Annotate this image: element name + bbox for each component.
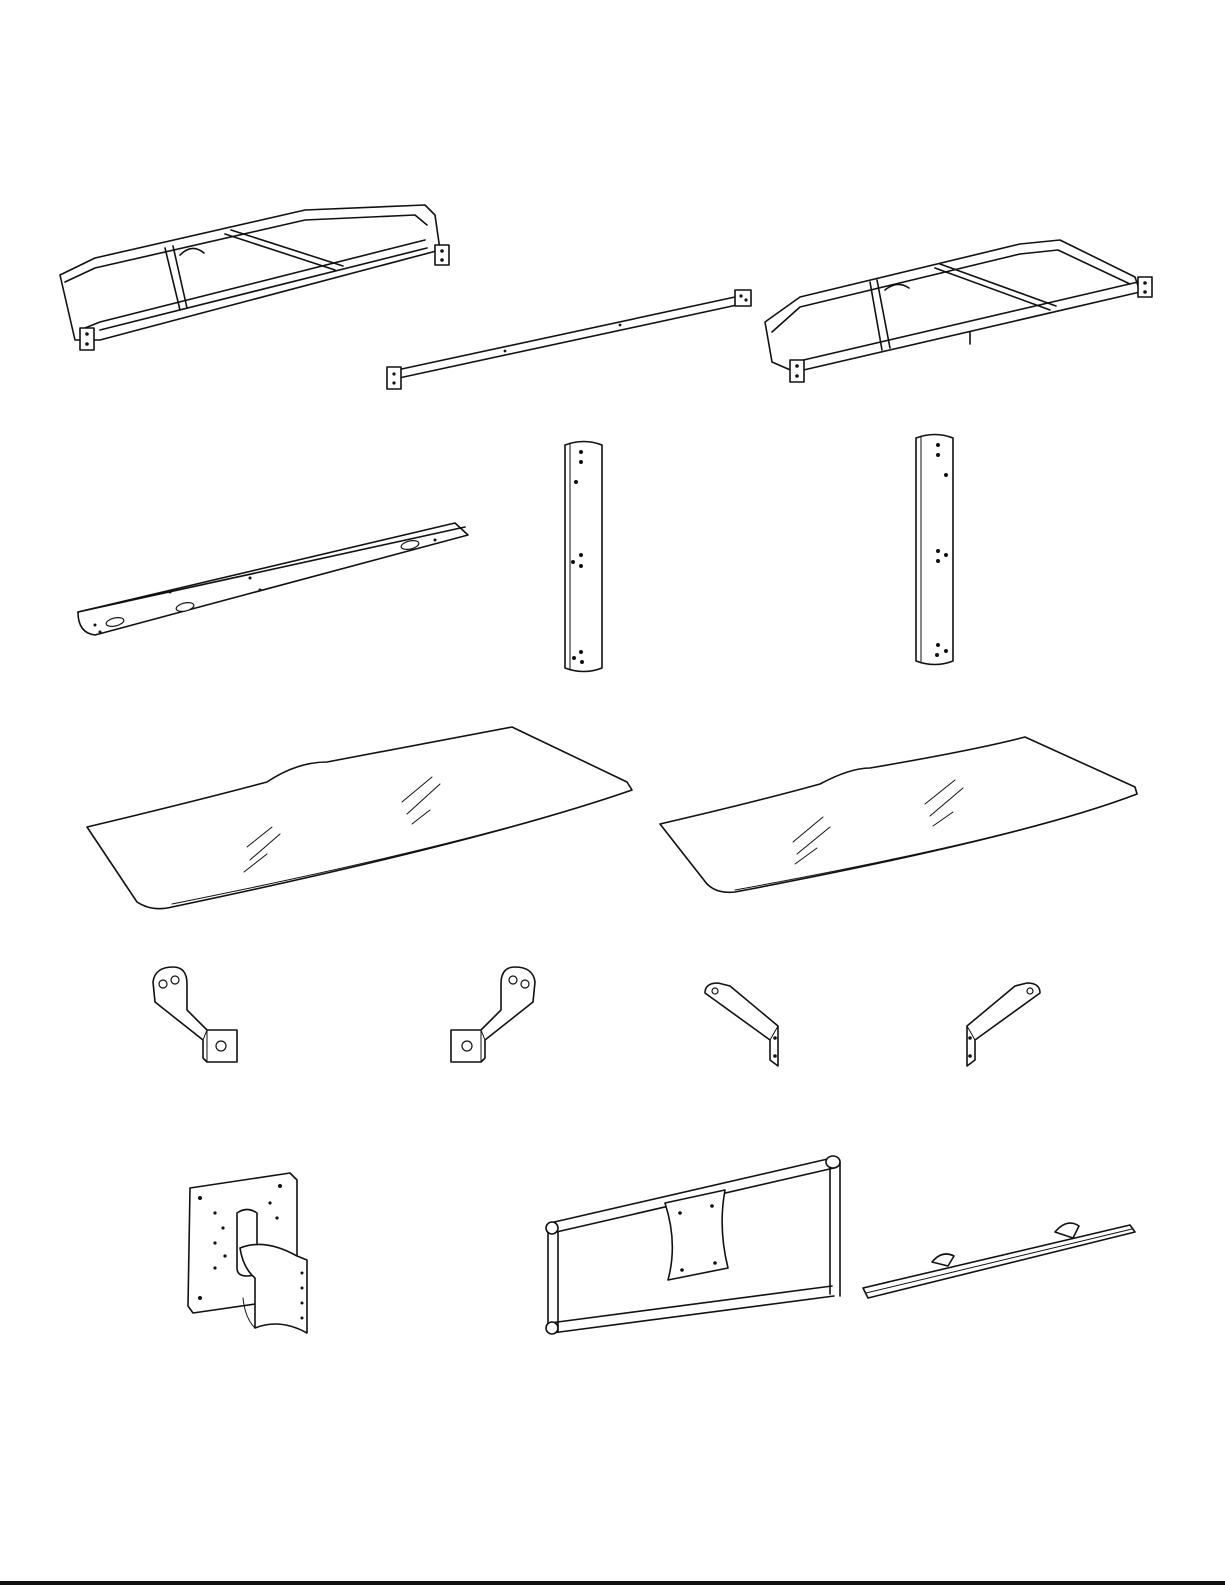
pole-mount-plate-part — [185, 1168, 315, 1343]
bracket-icon — [955, 978, 1045, 1073]
bracket-icon — [700, 978, 790, 1073]
frame-small-part — [760, 232, 1160, 392]
bracket-icon — [445, 962, 545, 1072]
upright-icon — [562, 440, 606, 675]
upright-icon — [913, 433, 957, 668]
upright-left-part — [562, 440, 606, 675]
crossbar-part — [70, 515, 475, 640]
rail-long-part — [385, 285, 755, 400]
track-icon — [860, 1210, 1140, 1305]
bracket-4-part — [955, 978, 1045, 1073]
frame-icon — [760, 232, 1160, 392]
bracket-3-part — [700, 978, 790, 1073]
page-bottom-rule — [0, 1581, 1225, 1585]
bracket-1-part — [145, 962, 245, 1072]
slide-track-part — [860, 1210, 1140, 1305]
glass-shelf-left-part — [82, 722, 637, 917]
upright-right-part — [913, 433, 957, 668]
glass-shelf-icon — [655, 732, 1145, 897]
rail-icon — [385, 285, 755, 400]
glass-shelf-icon — [82, 722, 637, 917]
mount-plate-icon — [185, 1168, 315, 1343]
glass-shelf-right-part — [655, 732, 1145, 897]
crossbar-icon — [70, 515, 475, 640]
bracket-2-part — [445, 962, 545, 1072]
wall-mount-frame-part — [540, 1148, 850, 1343]
mount-frame-icon — [540, 1148, 850, 1343]
bracket-icon — [145, 962, 245, 1072]
